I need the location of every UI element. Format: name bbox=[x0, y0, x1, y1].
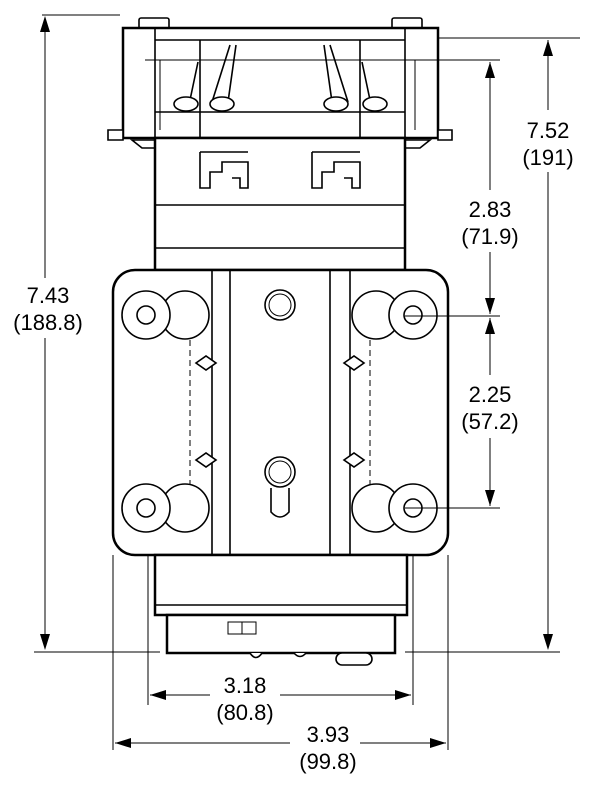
hole-spacing-horizontal-mm: (80.8) bbox=[216, 700, 273, 725]
upper-frame bbox=[153, 136, 407, 272]
right-height-mm: (191) bbox=[522, 145, 573, 170]
hole-spacing-vertical-mm: (57.2) bbox=[461, 409, 518, 434]
overall-width-mm: (99.8) bbox=[299, 749, 356, 774]
upper-offset-mm: (71.9) bbox=[461, 224, 518, 249]
overall-height-inches: 7.43 bbox=[27, 283, 70, 308]
upper-offset-inches: 2.83 bbox=[469, 197, 512, 222]
dimension-lines bbox=[34, 14, 580, 750]
overall-height-mm: (188.8) bbox=[13, 310, 83, 335]
right-height-inches: 7.52 bbox=[527, 118, 570, 143]
bottom-section bbox=[153, 553, 409, 666]
base-block bbox=[165, 613, 397, 655]
upper-frame-body bbox=[153, 136, 407, 272]
overall-width-inches: 3.93 bbox=[307, 722, 350, 747]
bottom-housing bbox=[153, 553, 409, 617]
hole-spacing-vertical-inches: 2.25 bbox=[469, 382, 512, 407]
top-housing bbox=[121, 26, 440, 140]
dimension-labels: 7.43 (188.8) 7.52 (191) 2.83 (71.9) 2.25… bbox=[13, 118, 574, 774]
top-mechanism bbox=[107, 17, 453, 149]
hole-spacing-horizontal-inches: 3.18 bbox=[224, 673, 267, 698]
main-body bbox=[111, 268, 450, 557]
